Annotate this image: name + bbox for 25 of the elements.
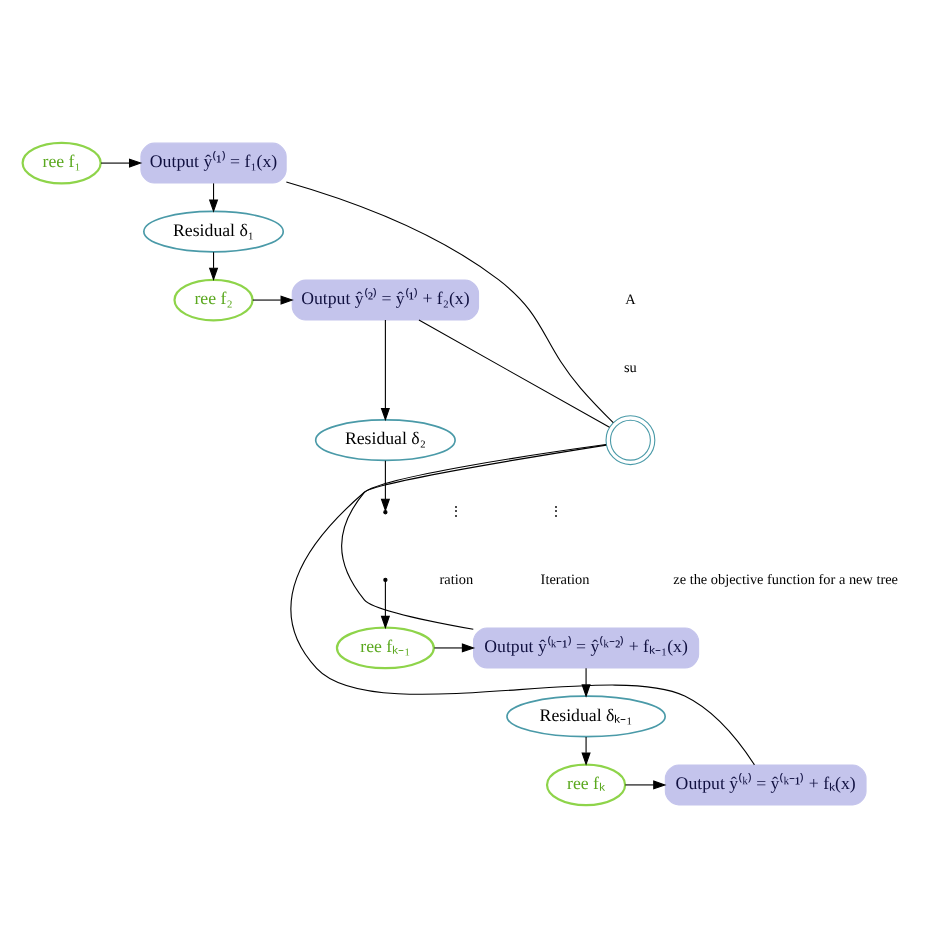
node-box: Output ŷ⁽ᵏ⁾ = ŷ⁽ᵏ⁻¹⁾ + fₖ(x) xyxy=(663,764,866,806)
connector xyxy=(340,444,606,630)
connector xyxy=(417,319,610,428)
node-ellipse: Residual δ₁ xyxy=(142,210,284,253)
arrow xyxy=(379,581,390,630)
arrow xyxy=(379,319,390,422)
node-ellipse: Residual δ₂ xyxy=(313,419,455,462)
connector xyxy=(289,444,754,766)
node-box: Output ŷ⁽ᵏ⁻¹⁾ = ŷ⁽ᵏ⁻²⁾ + fₖ₋₁(x) xyxy=(472,627,699,669)
connector xyxy=(284,181,613,424)
arrow xyxy=(432,643,475,653)
arrow xyxy=(99,158,142,168)
arrow xyxy=(207,251,218,282)
node-ellipse: ree fₖ₋₁ xyxy=(334,626,434,670)
arrow xyxy=(379,460,390,513)
node-ellipse: ree f₂ xyxy=(172,278,253,322)
arrow xyxy=(580,667,590,698)
node-box: Output ŷ⁽²⁾ = ŷ⁽¹⁾ + f₂(x) xyxy=(290,279,479,321)
node-ellipse: ree fₖ xyxy=(544,763,626,807)
node-ellipse: Residual δₖ₋₁ xyxy=(505,695,665,738)
arrow xyxy=(623,780,666,790)
arrow xyxy=(580,736,590,766)
arrow xyxy=(251,295,293,305)
node-box: Output ŷ⁽¹⁾ = f₁(x) xyxy=(139,142,286,184)
node-ellipse: ree f₁ xyxy=(20,141,101,185)
